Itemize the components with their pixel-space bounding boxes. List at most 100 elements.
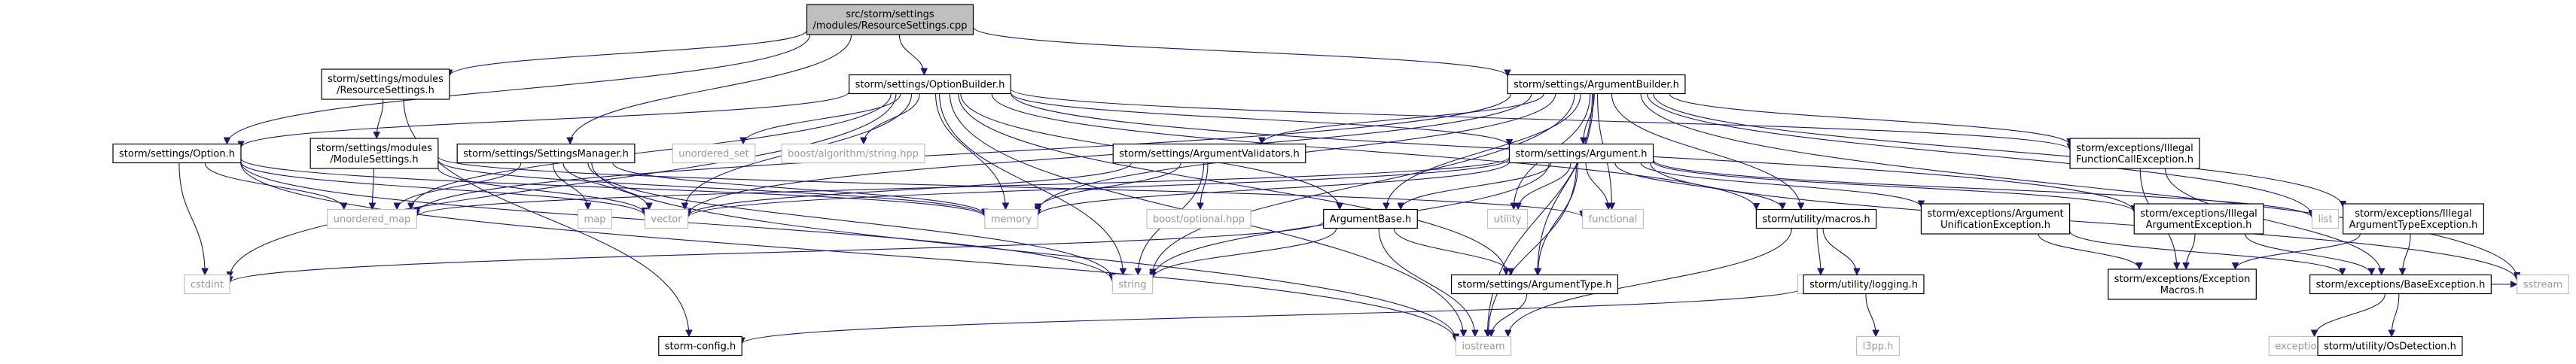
- edge-root-to-opt: [227, 34, 811, 144]
- node-box: [577, 208, 613, 229]
- edge-arg-to-sstream: [1650, 162, 2517, 281]
- node-argtype[interactable]: storm/settings/ArgumentType.h: [1450, 274, 1619, 295]
- node-map: map: [577, 208, 613, 229]
- edge-iae-to-basee: [2245, 233, 2372, 275]
- edge-argb-to-macros: [1611, 93, 1800, 210]
- node-label: storm/settings/modules: [328, 74, 444, 85]
- node-ifce[interactable]: storm/exceptions/IllegalFunctionCallExce…: [2069, 138, 2200, 169]
- edge-iae-to-excm: [2186, 233, 2196, 269]
- node-label: storm/exceptions/Illegal: [2140, 208, 2257, 220]
- node-opt[interactable]: storm/settings/Option.h: [112, 143, 242, 164]
- node-label: ArgumentTypeException.h: [2349, 220, 2478, 231]
- dependency-edges: [178, 26, 2517, 344]
- node-label: Macros.h: [2160, 285, 2205, 296]
- edge-optb-to-string: [939, 93, 1123, 275]
- edge-optb-to-memory: [934, 93, 1006, 210]
- edge-aue-to-excm: [2038, 233, 2139, 270]
- edge-argb-to-sstream: [1640, 93, 2517, 279]
- node-optb[interactable]: storm/settings/OptionBuilder.h: [849, 74, 1011, 95]
- edge-arg-to-functional: [1585, 162, 1608, 210]
- edge-logging-to-cfg: [742, 287, 1804, 344]
- node-vector: vector: [644, 208, 689, 229]
- edge-argbase-to-cstdint: [230, 221, 1325, 284]
- node-mods[interactable]: storm/settings/modules/ModuleSettings.h: [309, 138, 439, 169]
- node-argbase[interactable]: ArgumentBase.h: [1323, 208, 1418, 229]
- node-label: storm/exceptions/BaseException.h: [2316, 280, 2486, 291]
- node-basee[interactable]: storm/exceptions/BaseException.h: [2309, 274, 2492, 295]
- node-box: [2311, 208, 2340, 229]
- edge-argv-to-vector: [688, 162, 1132, 217]
- node-sstream: sstream: [2517, 274, 2569, 295]
- node-iostream: iostream: [1455, 335, 1512, 356]
- node-label: /ModuleSettings.h: [330, 154, 418, 165]
- edge-arg-to-argbase: [1401, 162, 1552, 210]
- node-argv[interactable]: storm/settings/ArgumentValidators.h: [1112, 143, 1306, 164]
- node-label: /modules/ResourceSettings.cpp: [813, 20, 968, 32]
- edge-setm-to-umap: [397, 162, 522, 210]
- node-box: [2309, 274, 2492, 295]
- node-iae[interactable]: storm/exceptions/IllegalArgumentExceptio…: [2133, 203, 2264, 235]
- edge-arg-to-macros: [1614, 162, 1782, 210]
- edge-setm-to-memory: [612, 162, 985, 216]
- node-box: [112, 143, 242, 164]
- node-label: sstream: [2523, 280, 2562, 291]
- edge-arg-to-memory: [1038, 161, 1511, 217]
- edge-optb-to-balg: [864, 93, 920, 144]
- node-balg: boost/algorithm/string.hpp: [781, 143, 925, 164]
- node-resh[interactable]: storm/settings/modules/ResourceSettings.…: [321, 68, 450, 100]
- node-setm[interactable]: storm/settings/SettingsManager.h: [456, 143, 636, 164]
- node-label: functional: [1589, 214, 1638, 226]
- node-box: [321, 68, 450, 100]
- node-label: string: [1118, 280, 1146, 291]
- node-box: [1112, 143, 1306, 164]
- node-label: iostream: [1462, 341, 1504, 353]
- dependency-nodes: src/storm/settings/modules/ResourceSetti…: [112, 4, 2569, 356]
- node-iate[interactable]: storm/exceptions/IllegalArgumentTypeExce…: [2343, 203, 2484, 235]
- node-box: [1856, 335, 1900, 356]
- node-box: [327, 208, 417, 229]
- edge-arg-to-umap: [416, 156, 1511, 217]
- node-box: [309, 138, 439, 169]
- edge-argb-to-string: [1153, 93, 1575, 276]
- edge-macros-to-cassert: [1816, 228, 1821, 275]
- node-root[interactable]: src/storm/settings/modules/ResourceSetti…: [806, 4, 974, 35]
- node-box: [781, 143, 925, 164]
- node-label: storm/settings/OptionBuilder.h: [855, 80, 1005, 91]
- edge-resh-to-mods: [376, 99, 384, 138]
- node-macros[interactable]: storm/utility/macros.h: [1755, 208, 1877, 229]
- node-l3pp: l3pp.h: [1856, 335, 1900, 356]
- edge-optb-to-umap: [411, 93, 892, 210]
- edge-ifce-to-basee: [2165, 168, 2382, 275]
- node-umap: unordered_map: [327, 208, 417, 229]
- node-osdet[interactable]: storm/utility/OsDetection.h: [2317, 335, 2463, 356]
- node-label: FunctionCallException.h: [2076, 154, 2193, 165]
- edge-argv-to-bopt: [1200, 162, 1209, 210]
- edge-setm-to-map: [552, 162, 587, 210]
- node-label: ArgumentException.h: [2146, 220, 2252, 231]
- edge-argb-to-iate: [1653, 93, 2343, 208]
- node-logging[interactable]: storm/utility/logging.h: [1803, 274, 1925, 295]
- node-box: [2069, 138, 2200, 169]
- edge-arg-to-iae: [1652, 160, 2135, 213]
- node-list: list: [2311, 208, 2340, 229]
- edge-arg-to-utility: [1518, 162, 1572, 210]
- edge-opt-to-cstdint: [178, 162, 205, 275]
- edge-root-to-setm: [570, 34, 852, 144]
- edge-argb-to-umap: [416, 93, 1511, 214]
- node-label: src/storm/settings: [846, 9, 934, 20]
- node-label: storm/settings/SettingsManager.h: [463, 149, 629, 160]
- edge-optb-to-opt: [241, 91, 850, 148]
- edge-argb-to-argv: [1262, 93, 1544, 144]
- node-box: [2133, 203, 2264, 235]
- edge-opt-to-iostream: [240, 162, 1456, 342]
- edge-argbase-to-string: [1153, 228, 1337, 279]
- edge-arg-to-vector: [688, 158, 1511, 218]
- node-arg[interactable]: storm/settings/Argument.h: [1508, 143, 1654, 164]
- node-label: storm/exceptions/Exception: [2114, 274, 2251, 285]
- node-argb[interactable]: storm/settings/ArgumentBuilder.h: [1507, 74, 1686, 95]
- node-cfg[interactable]: storm-config.h: [658, 335, 742, 356]
- node-aue[interactable]: storm/exceptions/ArgumentUnificationExce…: [1920, 203, 2071, 235]
- node-label: memory: [991, 214, 1032, 226]
- edge-setm-to-iostream: [591, 162, 1456, 341]
